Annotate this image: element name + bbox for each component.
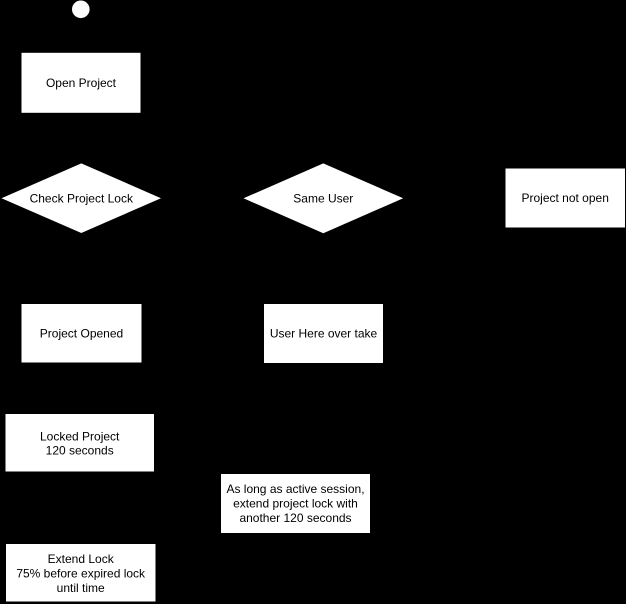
svg-text:until time: until time [57,581,105,595]
svg-text:Project Opened: Project Opened [40,326,123,340]
svg-text:120 seconds: 120 seconds [46,444,114,458]
svg-text:Open Project: Open Project [46,76,117,90]
svg-text:Same User: Same User [293,191,353,205]
svg-text:75% before expired lock: 75% before expired lock [16,566,146,580]
svg-text:Extend Lock: Extend Lock [48,552,115,566]
svg-text:User Here over take: User Here over take [270,327,378,341]
svg-text:As long as active session,: As long as active session, [226,482,364,496]
svg-text:another 120 seconds: another 120 seconds [239,511,351,525]
svg-text:Check Project Lock: Check Project Lock [30,191,134,205]
svg-text:Locked Project: Locked Project [40,429,120,443]
svg-text:Project not open: Project not open [521,191,608,205]
svg-text:extend project lock with: extend project lock with [233,496,358,510]
